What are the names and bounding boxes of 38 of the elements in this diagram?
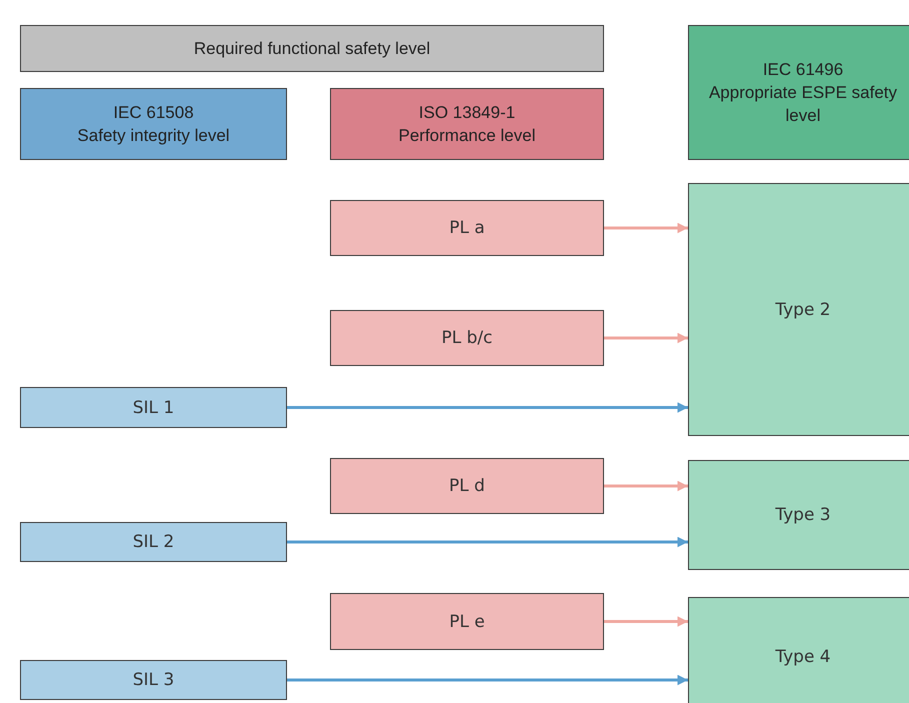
arrow [604, 616, 688, 627]
type-box [688, 597, 909, 703]
level-label: SIL 2 [132, 532, 176, 552]
arrow [287, 536, 688, 548]
level-box [20, 660, 287, 700]
level-label: Type 4 [774, 647, 832, 667]
type-box [688, 183, 909, 436]
standard-subtitle: Appropriate ESPE safety level [708, 82, 898, 127]
level-box [330, 310, 604, 366]
arrow [604, 332, 688, 344]
arrow [287, 674, 688, 686]
level-box [330, 593, 604, 650]
header-box [20, 88, 287, 160]
level-box [330, 200, 604, 256]
arrow [287, 402, 688, 413]
level-box [20, 387, 287, 428]
level-box [20, 522, 287, 562]
level-label: PL d [448, 476, 486, 496]
standard-title: IEC 61496 [762, 59, 844, 81]
standard-title: Required functional safety level [192, 38, 432, 60]
level-label: Type 2 [774, 300, 832, 320]
type-box [688, 460, 909, 570]
level-label: Type 3 [774, 505, 832, 525]
arrow [604, 480, 688, 492]
arrow [604, 222, 688, 234]
header-box [20, 25, 604, 72]
level-label: PL b/c [440, 328, 494, 348]
header-box [688, 25, 909, 160]
standard-title: ISO 13849-1 [418, 102, 516, 124]
level-label: PL e [448, 612, 486, 632]
header-box [330, 88, 604, 160]
standard-subtitle: Performance level [397, 125, 536, 147]
standard-title: IEC 61508 [112, 102, 195, 124]
standard-subtitle: Safety integrity level [76, 125, 231, 147]
level-box [330, 458, 604, 514]
level-label: SIL 3 [132, 670, 176, 690]
level-label: SIL 1 [132, 398, 176, 418]
level-label: PL a [448, 218, 486, 238]
